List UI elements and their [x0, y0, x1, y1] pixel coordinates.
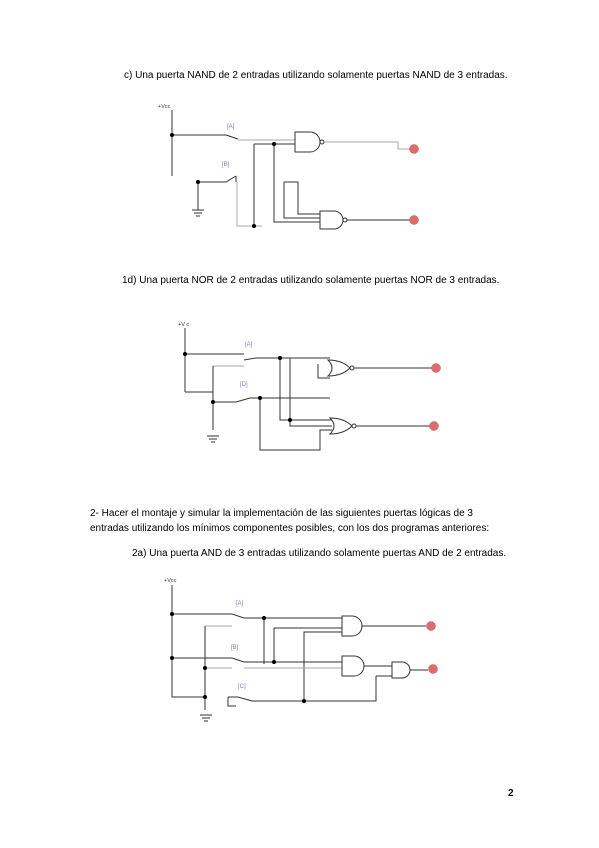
- nor-circuit-diagram: +V c [A] [D]: [178, 322, 441, 451]
- switch-a-label-3: [A]: [236, 601, 244, 607]
- nand-circuit-diagram: +Vcc [A] [B]: [158, 104, 419, 230]
- item-c-text: c) Una puerta NAND de 2 entradas utiliza…: [124, 70, 508, 81]
- nor-output-led-2: [429, 421, 439, 431]
- section2-line2: entradas utilizando los mínimos componen…: [90, 523, 490, 534]
- switch-a-label-2: [A]: [245, 342, 253, 348]
- vcc-label-2: +V c: [178, 322, 189, 328]
- section2-line1: 2- Hacer el montaje y simular la impleme…: [90, 508, 473, 519]
- and-output-led-1: [426, 621, 436, 631]
- switch-b-label-3: [B]: [231, 645, 239, 651]
- page-number: 2: [508, 788, 514, 799]
- switch-d-label: [D]: [240, 382, 248, 388]
- nor-output-led-1: [431, 363, 441, 373]
- item-1d-text: 1d) Una puerta NOR de 2 entradas utiliza…: [122, 275, 500, 286]
- switch-c-label: [C]: [238, 684, 246, 690]
- switch-a-label: [A]: [227, 124, 235, 130]
- vcc-label-3: +Vcc: [164, 578, 177, 584]
- switch-b-label: [B]: [222, 162, 230, 168]
- and-output-led-2: [428, 664, 438, 674]
- nand-output-led-1: [409, 144, 419, 154]
- nand-output-led-2: [409, 215, 419, 225]
- and3-circuit-diagram: +Vcc [A] [B] [C]: [164, 578, 438, 722]
- item-2a-text: 2a) Una puerta AND de 3 entradas utiliza…: [132, 548, 507, 559]
- vcc-label: +Vcc: [158, 104, 171, 110]
